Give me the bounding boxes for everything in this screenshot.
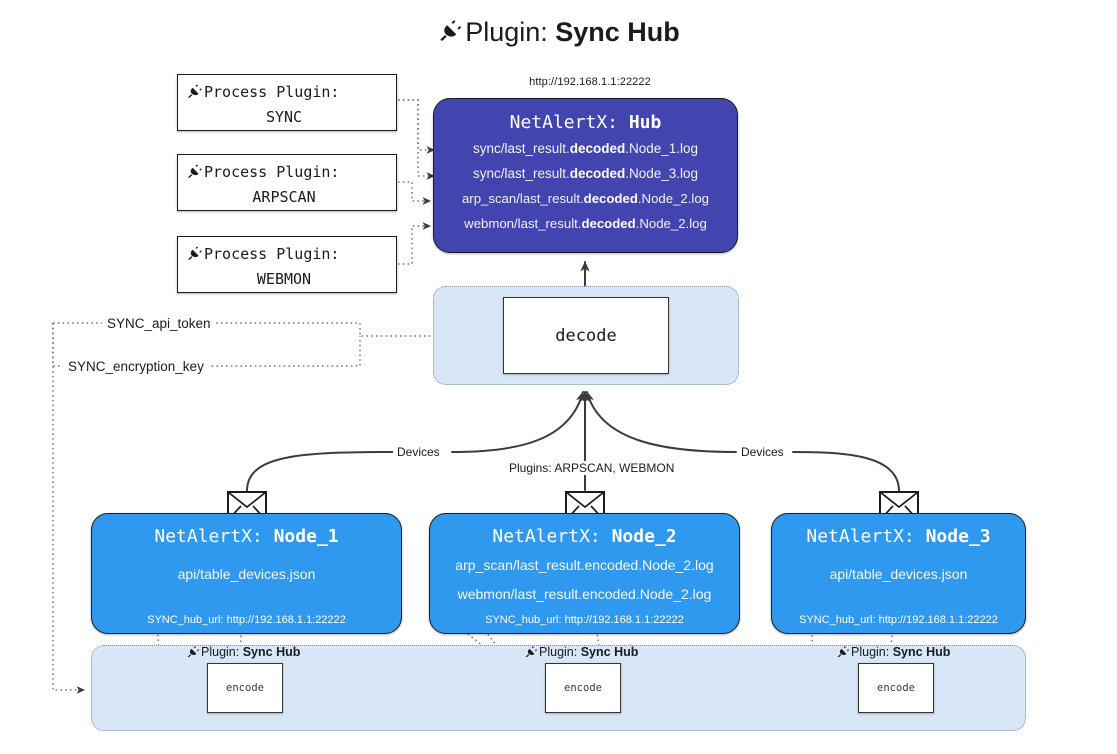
node-title: NetAlertX: Node_3 (806, 526, 991, 547)
edge-label-devices-left: Devices (393, 445, 444, 459)
node-hub-url: SYNC_hub_url: http://192.168.1.1:22222 (485, 614, 684, 626)
hub-url-label: http://192.168.1.1:22222 (529, 76, 651, 88)
plugin-label-node-1: Plugin: Sync Hub (186, 645, 300, 662)
process-plugin-caption: Process Plugin: (178, 243, 396, 268)
decode-box[interactable]: decode (503, 297, 669, 374)
process-plugin-name: WEBMON (256, 270, 312, 288)
title-name: Sync Hub (555, 17, 680, 47)
node-log-line: api/table_devices.json (177, 566, 316, 582)
edge-webmon-to-hub (398, 222, 432, 265)
node-hub-url: SYNC_hub_url: http://192.168.1.1:22222 (799, 614, 998, 626)
process-plugin-caption: Process Plugin: (178, 81, 396, 106)
node-log-line: arp_scan/last_result.encoded.Node_2.log (455, 557, 714, 573)
edge-label-devices-right: Devices (737, 445, 788, 459)
hub-log-line: sync/last_result.decoded.Node_1.log (472, 141, 699, 156)
encode-box-node-3[interactable]: encode (858, 663, 934, 713)
plug-icon (186, 245, 203, 268)
title-prefix: Plugin: (465, 17, 548, 47)
hub-log-line: arp_scan/last_result.decoded.Node_2.log (461, 191, 710, 206)
process-plugin-name: ARPSCAN (252, 188, 316, 206)
process-plugin-webmon[interactable]: Process Plugin: WEBMON (177, 236, 397, 293)
edge-sync-to-hub (398, 99, 436, 154)
hub-title-prefix: NetAlertX: (509, 112, 618, 133)
process-plugin-name: SYNC (265, 108, 303, 126)
edge-node3-to-decode-a (792, 451, 900, 492)
plug-icon (437, 17, 463, 53)
edge-node3-to-decode-b (584, 391, 737, 453)
hub-log-line: webmon/last_result.decoded.Node_2.log (464, 216, 707, 231)
setting-encryption-key-label: SYNC_encryption_key (63, 359, 209, 374)
node-log-line: api/table_devices.json (829, 566, 968, 582)
plug-icon (836, 645, 850, 662)
plug-icon (186, 645, 200, 662)
process-plugin-sync[interactable]: Process Plugin: SYNC (177, 74, 397, 131)
node-title: NetAlertX: Node_2 (492, 526, 677, 547)
edge-label-plugins: Plugins: ARPSCAN, WEBMON (505, 461, 679, 475)
hub-title: NetAlertX: Hub (434, 110, 737, 136)
node-box-node-1[interactable]: NetAlertX: Node_1 api/table_devices.json… (91, 513, 402, 634)
node-log-line: webmon/last_result.encoded.Node_2.log (457, 586, 712, 602)
encode-box-node-2[interactable]: encode (545, 663, 621, 713)
plug-icon (186, 83, 203, 106)
edge-arpscan-to-hub (398, 181, 432, 205)
encode-box-node-1[interactable]: encode (207, 663, 283, 713)
plugin-label-node-2: Plugin: Sync Hub (524, 645, 638, 662)
edge-sync-to-hub-2 (398, 99, 436, 180)
plug-icon (186, 163, 203, 186)
page-title: Plugin: Sync Hub (0, 14, 1117, 53)
process-plugin-caption: Process Plugin: (178, 161, 396, 186)
edge-settings-to-plugin-zone (52, 323, 86, 694)
edge-node1-to-decode-a (246, 451, 394, 492)
hub-box[interactable]: NetAlertX: Hub sync/last_result.decoded.… (433, 98, 738, 253)
plugin-label-node-3: Plugin: Sync Hub (836, 645, 950, 662)
node-box-node-3[interactable]: NetAlertX: Node_3 api/table_devices.json… (771, 513, 1026, 634)
node-box-node-2[interactable]: NetAlertX: Node_2 arp_scan/last_result.e… (429, 513, 740, 634)
node-title: NetAlertX: Node_1 (154, 526, 339, 547)
plug-icon (524, 645, 538, 662)
setting-api-token-label: SYNC_api_token (102, 316, 216, 331)
hub-log-line: sync/last_result.decoded.Node_3.log (472, 166, 699, 181)
node-hub-url: SYNC_hub_url: http://192.168.1.1:22222 (147, 614, 346, 626)
edge-node1-to-decode-b (451, 391, 586, 453)
process-plugin-arpscan[interactable]: Process Plugin: ARPSCAN (177, 154, 397, 211)
hub-title-name: Hub (628, 112, 662, 133)
